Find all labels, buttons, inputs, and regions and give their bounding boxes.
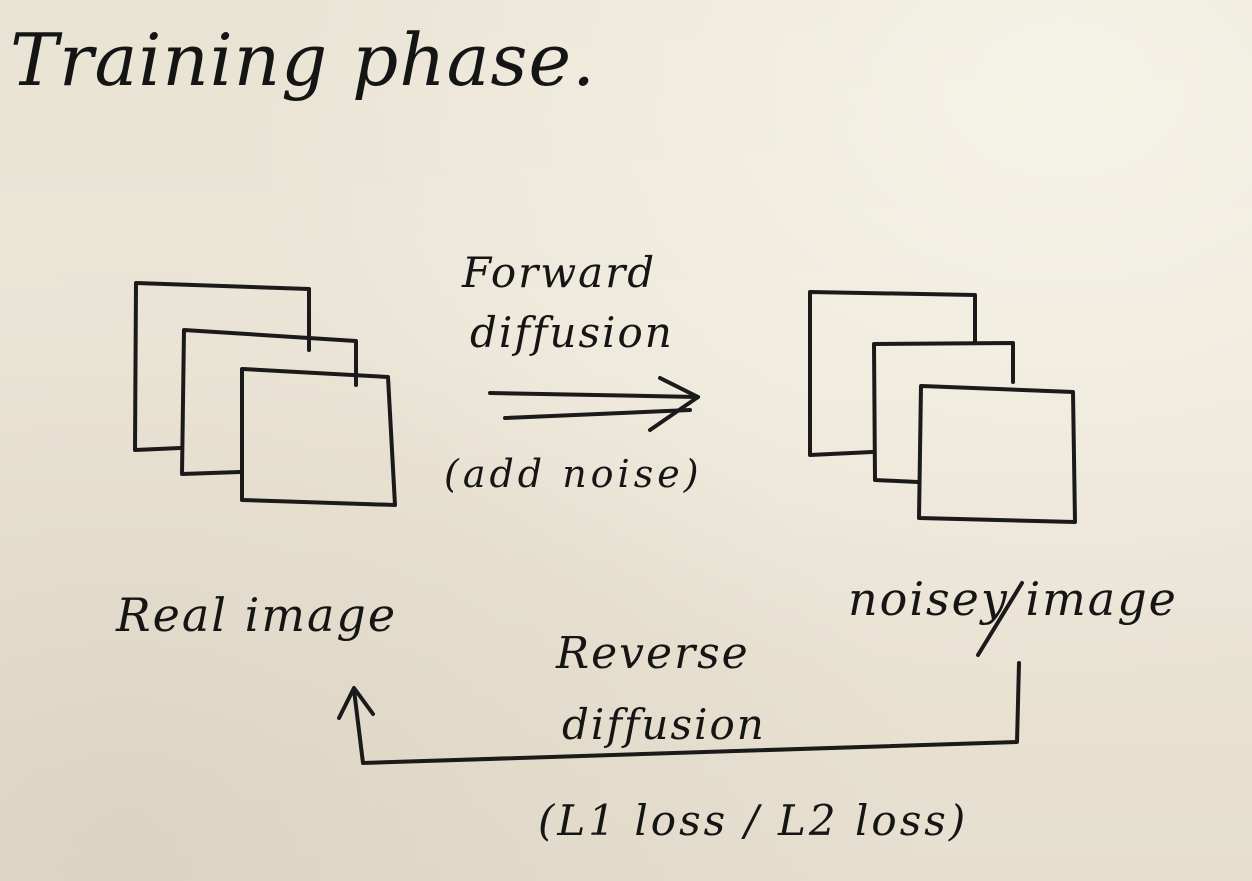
real-image-stack [133, 281, 397, 507]
noisy-image-label: noisey image [848, 572, 1178, 626]
real-image-frame-front [240, 367, 397, 507]
strike-mark [976, 581, 1024, 657]
forward-diffusion-note: (add noise) [444, 452, 703, 496]
noisy-image-frame-middle [872, 341, 1015, 484]
reverse-diffusion-label-line1: Reverse [556, 628, 750, 679]
real-image-label: Real image [116, 588, 398, 642]
page-title: Training phase. [10, 18, 596, 102]
reverse-diffusion-label-line2: diffusion [562, 700, 766, 749]
real-image-frame-middle [180, 328, 358, 476]
reverse-arrow [337, 661, 1021, 765]
noisy-image-stack [808, 290, 1077, 524]
forward-arrow [488, 376, 700, 432]
noisy-image-frame-front [917, 384, 1077, 524]
real-image-frame-back [133, 281, 311, 452]
reverse-diffusion-loss-note: (L1 loss / L2 loss) [538, 796, 969, 845]
forward-diffusion-label-line2: diffusion [470, 308, 674, 357]
noisy-image-frame-back [808, 290, 977, 457]
forward-diffusion-label-line1: Forward [462, 248, 657, 297]
